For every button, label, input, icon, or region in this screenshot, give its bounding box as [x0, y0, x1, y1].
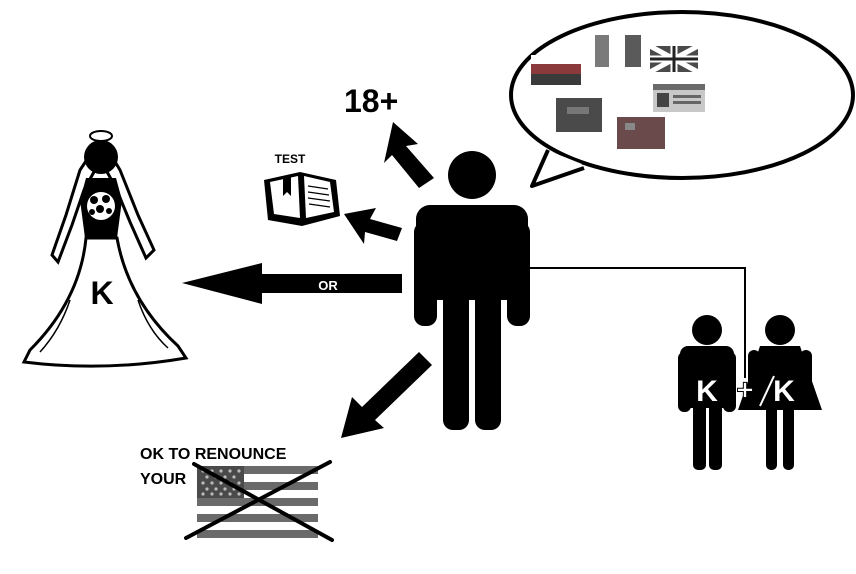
bouquet-icon: [85, 190, 117, 237]
bride-icon: K: [21, 130, 189, 368]
passport-dark-small: [625, 35, 641, 67]
renounce-arrow: [341, 352, 432, 438]
couple-right-initial: K: [773, 375, 795, 408]
book-arrow: [344, 208, 402, 244]
couple-left-initial: K: [696, 375, 718, 408]
cross-out-mark: [184, 460, 334, 542]
couple-icon: K + K: [678, 315, 822, 470]
open-book-icon: TEST: [264, 152, 340, 226]
or-label: OR: [318, 278, 338, 293]
couple-slash: [759, 375, 775, 407]
passport-collection: [531, 35, 705, 149]
bride-initial: K: [90, 275, 113, 311]
or-arrow: OR: [182, 263, 402, 304]
passport-grey-small: [595, 35, 609, 67]
us-flag-icon: [184, 460, 334, 542]
renounce-line2: YOUR: [140, 471, 187, 488]
couple-plus: +: [736, 374, 754, 407]
age-label: 18+: [344, 83, 398, 119]
connector-line: [530, 267, 746, 378]
passport-dark-large: [556, 98, 602, 132]
age-arrow: [384, 122, 434, 188]
uk-flag-icon: [648, 43, 700, 75]
passport-red-large: [617, 117, 665, 149]
renounce-line1: OK TO RENOUNCE: [140, 446, 287, 463]
standing-person-icon: [414, 151, 530, 430]
test-label: TEST: [275, 152, 306, 166]
